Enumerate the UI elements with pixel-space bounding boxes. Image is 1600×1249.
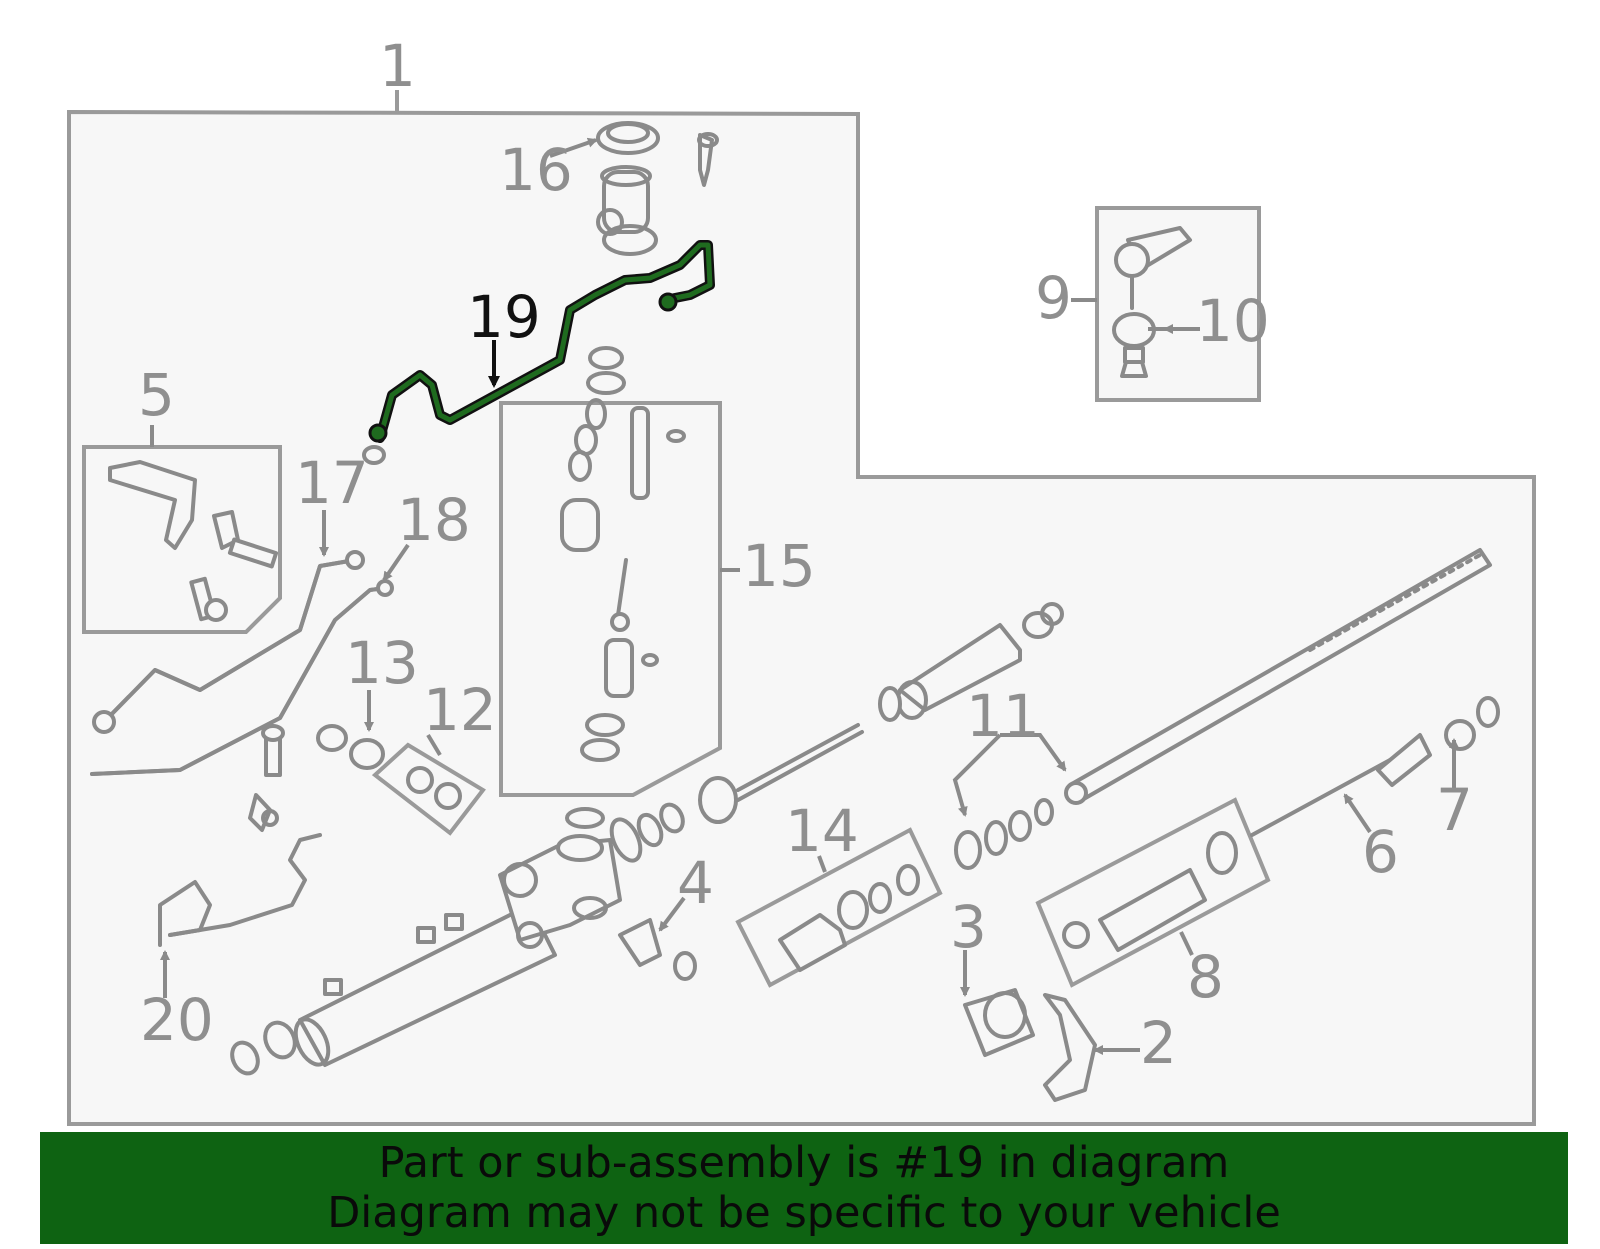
callout-14: 14 xyxy=(785,797,859,865)
valve-kit-box xyxy=(499,401,722,797)
callout-11: 11 xyxy=(966,682,1040,750)
rack-bar xyxy=(1064,548,1492,805)
assembly-boundary xyxy=(67,109,1536,1126)
rack-seals xyxy=(954,798,1054,870)
leader-lines xyxy=(160,137,1459,1055)
callout-19: 19 xyxy=(467,283,541,351)
boot-kit-8 xyxy=(1062,831,1238,952)
callout-13: 13 xyxy=(345,629,419,697)
callout-8: 8 xyxy=(1187,943,1224,1011)
callout-6: 6 xyxy=(1362,818,1399,886)
return-hoses xyxy=(90,550,394,776)
info-banner: Part or sub-assembly is #19 in diagram D… xyxy=(40,1132,1568,1244)
inner-tie-rod-left xyxy=(698,602,1064,824)
callout-15: 15 xyxy=(742,532,816,600)
pinion-housing xyxy=(596,121,719,256)
outer-tie-rod-right xyxy=(1250,696,1500,837)
callout-5: 5 xyxy=(138,361,175,429)
callout-2: 2 xyxy=(1140,1009,1177,1077)
callout-20: 20 xyxy=(140,986,214,1054)
bushing xyxy=(618,918,697,981)
callout-4: 4 xyxy=(677,849,714,917)
rack-housing xyxy=(230,802,685,1076)
callout-1: 1 xyxy=(379,32,416,100)
tie-rod-end xyxy=(1112,226,1192,378)
banner-line-disclaimer: Diagram may not be specific to your vehi… xyxy=(327,1188,1281,1238)
highlighted-tube-19 xyxy=(362,240,715,465)
callout-12: 12 xyxy=(423,676,497,744)
banner-line-part-number: Part or sub-assembly is #19 in diagram xyxy=(378,1138,1230,1188)
pressure-line xyxy=(158,793,322,947)
callout-7: 7 xyxy=(1436,776,1473,844)
rack-mount-bushing xyxy=(963,988,1097,1102)
callout-9: 9 xyxy=(1035,264,1072,332)
seal-13 xyxy=(261,724,462,810)
callout-18: 18 xyxy=(397,486,471,554)
mounting-bracket xyxy=(108,460,279,622)
boot-kit-14 xyxy=(778,864,920,972)
valve-internals xyxy=(560,346,686,762)
callout-17: 17 xyxy=(295,449,369,517)
callout-16: 16 xyxy=(499,136,573,204)
callout-3: 3 xyxy=(950,893,987,961)
callout-10: 10 xyxy=(1196,287,1270,355)
